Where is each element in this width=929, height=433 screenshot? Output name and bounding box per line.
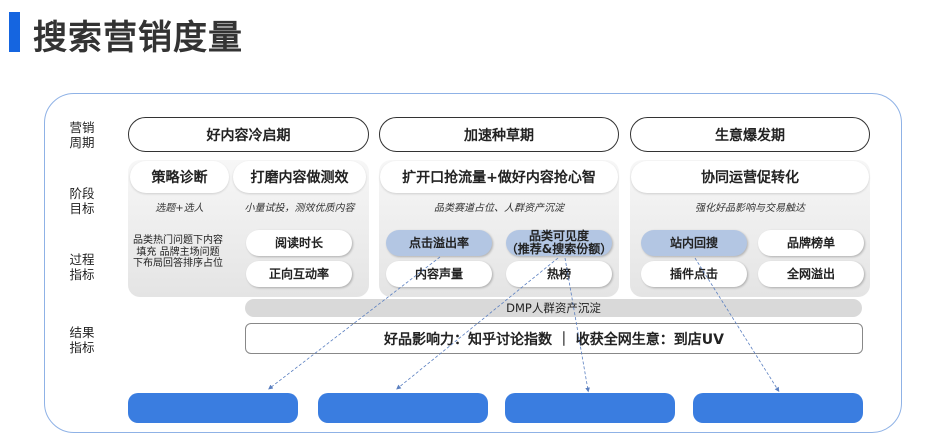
goal-strategy: 策略诊断: [130, 161, 229, 193]
phase-burst: 生意爆发期: [630, 117, 870, 152]
goal-sub: 小量试投，测效优质内容: [244, 203, 355, 214]
row-label-cycle: 营销 周期: [69, 120, 95, 150]
metric-pill-highlight: 品类可见度 （推荐&搜索份额）: [505, 229, 613, 256]
result-box: 好品影响力：知乎讨论指数 ｜ 收获全网生意：到店UV: [245, 323, 863, 354]
phase-cold-start: 好内容冷启期: [128, 117, 369, 152]
row-label-result: 结果 指标: [69, 325, 95, 355]
metric-pill: 内容声量: [386, 261, 492, 287]
dmp-bar: DMP人群资产沉淀: [245, 299, 862, 317]
metric-pill-highlight: 站内回搜: [641, 230, 747, 256]
row-label-goal: 阶段 目标: [69, 186, 95, 216]
metric-pill: 全网溢出: [758, 261, 864, 287]
title-accent-bar: [9, 12, 20, 52]
page-title: 搜索营销度量: [33, 18, 243, 58]
goal-test: 打磨内容做测效: [233, 161, 366, 193]
metric-pill: 品牌榜单: [758, 230, 864, 256]
metric-pill: 插件点击: [641, 261, 747, 287]
metric-pill: 阅读时长: [246, 230, 352, 256]
bottom-box-3: [505, 393, 675, 423]
goal-sub: 强化好品影响与交易触达: [695, 203, 805, 214]
goal-conversion: 协同运营促转化: [631, 161, 869, 193]
metric-pill: 热榜: [506, 261, 612, 287]
goal-sub: 品类赛道占位、人群资产沉淀: [434, 203, 564, 214]
bottom-box-2: [318, 393, 488, 423]
goal-sub: 选题+选人: [155, 203, 204, 214]
bottom-box-1: [128, 393, 298, 423]
bottom-box-4: [693, 393, 863, 423]
metric-note: 品类热门问题下内容填充 品牌主场问题下布局回答排序占位: [133, 235, 223, 269]
phase-accelerate: 加速种草期: [379, 117, 619, 152]
goal-traffic: 扩开口抢流量+做好内容抢心智: [380, 161, 618, 193]
metric-pill-highlight: 点击溢出率: [386, 230, 492, 256]
row-label-process: 过程 指标: [69, 252, 95, 282]
metric-pill: 正向互动率: [246, 261, 352, 287]
